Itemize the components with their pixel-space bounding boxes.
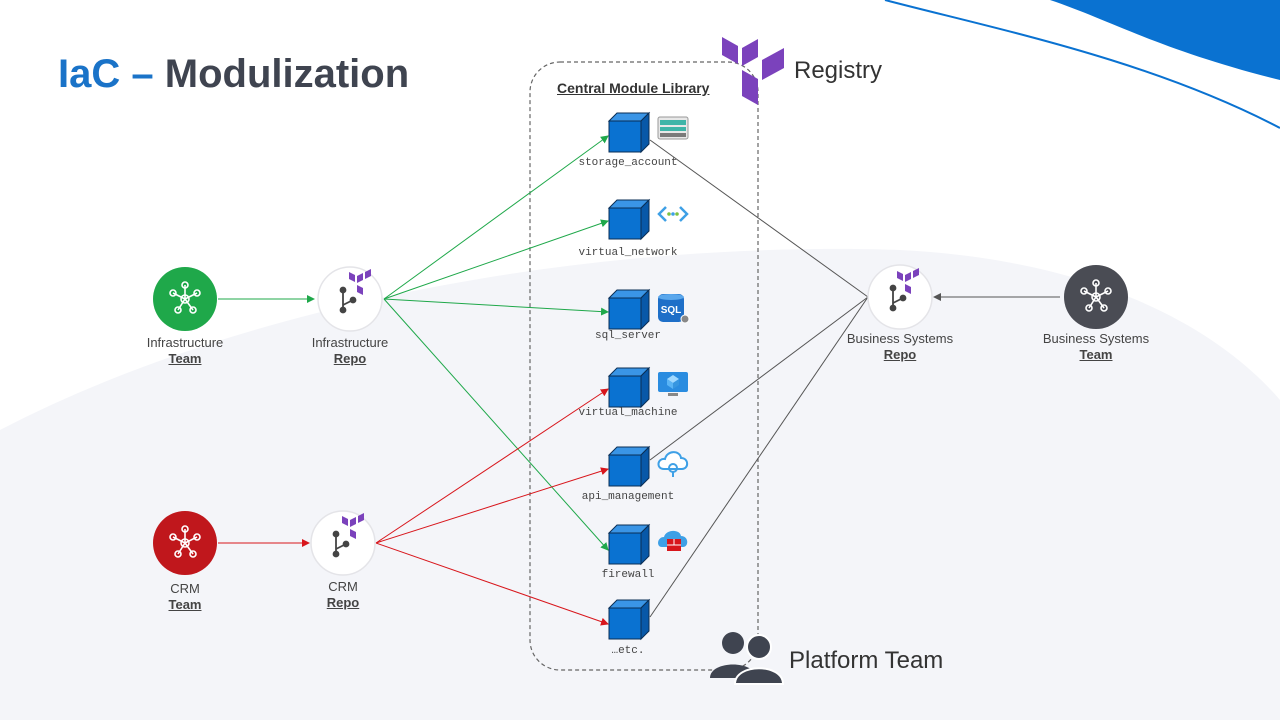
git-branch-icon	[332, 530, 350, 558]
terraform-icon	[342, 513, 364, 539]
api-management-icon	[657, 451, 689, 477]
edge-infra-firewall	[383, 298, 609, 551]
crm-team-line1: CRM	[170, 581, 200, 596]
corner-wave	[1050, 0, 1280, 80]
module-cube-3	[607, 288, 651, 331]
infra-repo-line1: Infrastructure	[311, 335, 389, 350]
crm-repo-node	[310, 510, 376, 576]
edge-bs-etc	[649, 296, 869, 618]
module-cube-4	[607, 366, 651, 409]
bs-team-line2: Team	[1079, 347, 1113, 362]
module-cube-2	[607, 198, 651, 241]
registry-terraform-icon	[722, 37, 784, 105]
module-cube-1	[607, 111, 651, 154]
infra-team-label: Infrastructure Team	[125, 335, 245, 367]
bs-repo-node	[867, 264, 933, 330]
registry-label: Registry	[794, 57, 883, 84]
module-cube-7	[607, 598, 651, 641]
bs-repo-line2: Repo	[883, 347, 917, 362]
svg-text:SQL: SQL	[661, 305, 682, 316]
module-library-box	[529, 61, 759, 671]
edge-infra-vnet	[383, 219, 609, 300]
title-rest: Modulization	[164, 52, 410, 96]
crm-repo-line1: CRM	[328, 579, 358, 594]
bs-repo-line1: Business Systems	[846, 331, 954, 346]
module-label: storage_account	[578, 157, 678, 169]
edge-crm-apim	[375, 467, 609, 544]
edge-bs-storage	[649, 139, 869, 298]
module-label: firewall	[601, 569, 655, 581]
crm-repo-label: CRM Repo	[283, 579, 403, 611]
infra-repo-line2: Repo	[333, 351, 367, 366]
virtual-network-icon	[657, 206, 689, 222]
module-label: virtual_machine	[578, 407, 678, 419]
crm-team-line2: Team	[168, 597, 202, 612]
firewall-icon	[658, 530, 688, 551]
title-dash: –	[131, 52, 154, 96]
bs-team-label: Business Systems Team	[1026, 331, 1166, 363]
team-network-icon	[169, 281, 201, 314]
bs-repo-label: Business Systems Repo	[830, 331, 970, 363]
module-label: sql_server	[594, 330, 661, 342]
edge-infra-storage	[383, 135, 609, 300]
page-title: IaC – Modulization	[58, 52, 409, 97]
corner-wave-line	[884, 0, 1280, 129]
module-label: virtual_network	[578, 247, 678, 259]
team-network-icon	[1080, 279, 1112, 312]
module-label: …etc.	[611, 645, 645, 657]
module-cube-6	[607, 523, 651, 566]
crm-repo-line2: Repo	[326, 595, 360, 610]
modules-layer: SQL	[607, 111, 690, 641]
crm-team-label: CRM Team	[125, 581, 245, 613]
storage-account-icon	[657, 116, 689, 140]
edge-crm-vm	[375, 388, 609, 544]
platform-team-icon	[710, 632, 785, 685]
team-network-icon	[169, 525, 201, 558]
infra-repo-label: Infrastructure Repo	[290, 335, 410, 367]
virtual-machine-icon	[658, 372, 688, 396]
platform-team-label: Platform Team	[789, 647, 944, 674]
title-prefix: IaC	[58, 52, 121, 96]
terraform-icon	[897, 268, 919, 294]
infra-team-line2: Team	[168, 351, 202, 366]
bs-team-line1: Business Systems	[1042, 331, 1150, 346]
git-branch-icon	[889, 284, 907, 312]
git-branch-icon	[339, 286, 357, 314]
terraform-icon	[349, 269, 371, 295]
module-label: api_management	[581, 491, 675, 503]
edge-infra-sql	[383, 298, 609, 316]
library-title: Central Module Library	[557, 80, 710, 96]
edge-crm-etc	[375, 542, 609, 626]
module-cube-5	[607, 445, 651, 488]
infra-repo-node	[317, 266, 383, 332]
bs-team-node	[1064, 265, 1128, 329]
sql-server-icon: SQL	[658, 294, 690, 324]
infra-team-line1: Infrastructure	[146, 335, 224, 350]
infra-team-node	[153, 267, 217, 331]
edge-bs-apim	[649, 296, 869, 461]
crm-team-node	[153, 511, 217, 575]
